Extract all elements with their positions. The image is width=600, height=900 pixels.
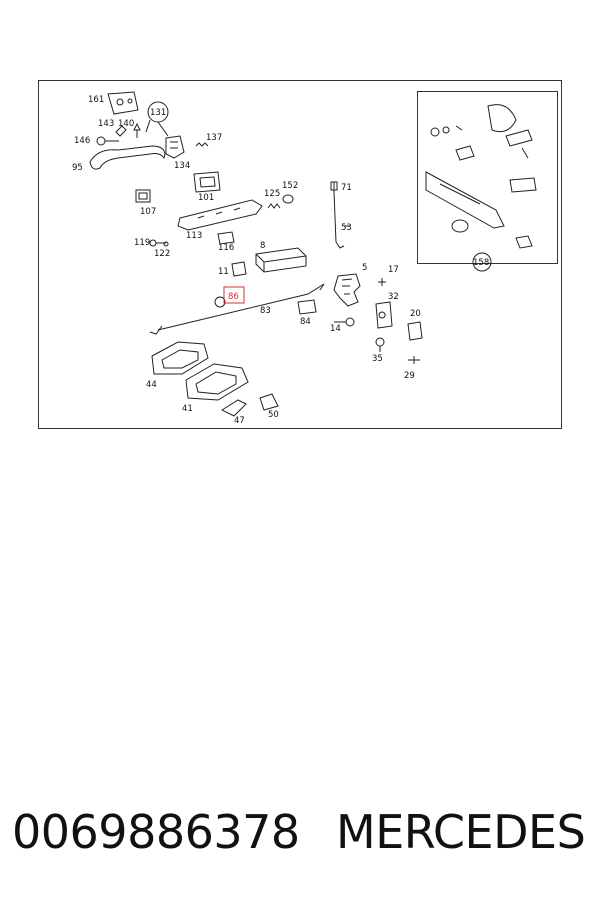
label-131: 131 [150, 108, 166, 118]
label-86: 86 [228, 292, 239, 302]
part-137-spring [195, 142, 209, 147]
label-146: 146 [74, 136, 90, 146]
label-20: 20 [410, 309, 421, 319]
label-8: 8 [260, 241, 265, 251]
parts-diagram-svg: 161 131 143 140 146 137 95 134 107 101 1… [38, 80, 562, 429]
label-83: 83 [260, 306, 271, 316]
part-143-shape [115, 125, 127, 137]
part-11-shape [231, 261, 247, 277]
label-44: 44 [146, 380, 157, 390]
label-47: 47 [234, 416, 245, 426]
part-95-handle [89, 145, 166, 170]
label-84: 84 [300, 317, 311, 327]
label-125: 125 [264, 189, 280, 199]
label-32: 32 [388, 292, 399, 302]
part-86-shape [214, 296, 226, 308]
part-101-shape [193, 171, 221, 193]
inset-switch [455, 145, 475, 161]
brand-name: MERCEDES [336, 805, 586, 859]
callout-158 [472, 252, 492, 272]
part-84-shape [297, 299, 317, 315]
label-158: 158 [473, 258, 489, 268]
label-14: 14 [330, 324, 341, 334]
inset-cap [515, 235, 533, 249]
parts-diagram: 161 131 143 140 146 137 95 134 107 101 1… [38, 80, 562, 429]
label-152: 152 [282, 181, 298, 191]
label-50: 50 [268, 410, 279, 420]
part-152-shape [282, 194, 294, 204]
part-113-shape [177, 199, 263, 231]
part-140-shape [133, 122, 141, 138]
part-122-shape [163, 241, 169, 247]
label-35: 35 [372, 354, 383, 364]
part-17-screw [378, 278, 386, 286]
label-17: 17 [388, 265, 399, 275]
label-41: 41 [182, 404, 193, 414]
part-29-screw [408, 356, 420, 364]
inset-lock-cylinder [487, 104, 517, 133]
label-134: 134 [174, 161, 190, 171]
part-125-spring [267, 203, 281, 209]
label-71: 71 [341, 183, 352, 193]
part-107-shape [135, 189, 151, 203]
label-122: 122 [154, 249, 170, 259]
label-53: 53 [341, 223, 352, 233]
part-116-shape [217, 231, 235, 245]
part-71-shape [330, 181, 338, 191]
label-113: 113 [186, 231, 202, 241]
label-119: 119 [134, 238, 150, 248]
label-5: 5 [362, 263, 367, 273]
label-95: 95 [72, 163, 83, 173]
part-44-bezel [151, 341, 209, 375]
inset-trim-strip [425, 171, 505, 229]
part-83-rod [157, 283, 325, 331]
part-161-shape [107, 91, 139, 115]
label-137: 137 [206, 133, 222, 143]
inset-frame [417, 91, 558, 264]
label-11: 11 [218, 267, 229, 277]
inset-knob [451, 219, 469, 233]
label-140: 140 [118, 119, 134, 129]
part-8-block [255, 247, 307, 273]
part-5-lock [333, 273, 361, 307]
footer: 0069886378 MERCEDES [0, 795, 600, 875]
part-32-plate [375, 301, 393, 329]
label-143: 143 [98, 119, 114, 129]
part-41-bezel [185, 363, 249, 401]
part-50-shape [259, 393, 279, 411]
inset-lock-body [505, 129, 533, 159]
label-29: 29 [404, 371, 415, 381]
part-number: 0069886378 [12, 805, 300, 859]
label-161: 161 [88, 95, 104, 105]
label-101: 101 [198, 193, 214, 203]
label-116: 116 [218, 243, 234, 253]
label-107: 107 [140, 207, 156, 217]
highlight-86-box [223, 286, 245, 304]
inset-cylinder-small [509, 177, 537, 193]
part-20-bracket [407, 321, 423, 341]
part-134-shape [165, 135, 185, 159]
part-47-shape [220, 399, 247, 417]
